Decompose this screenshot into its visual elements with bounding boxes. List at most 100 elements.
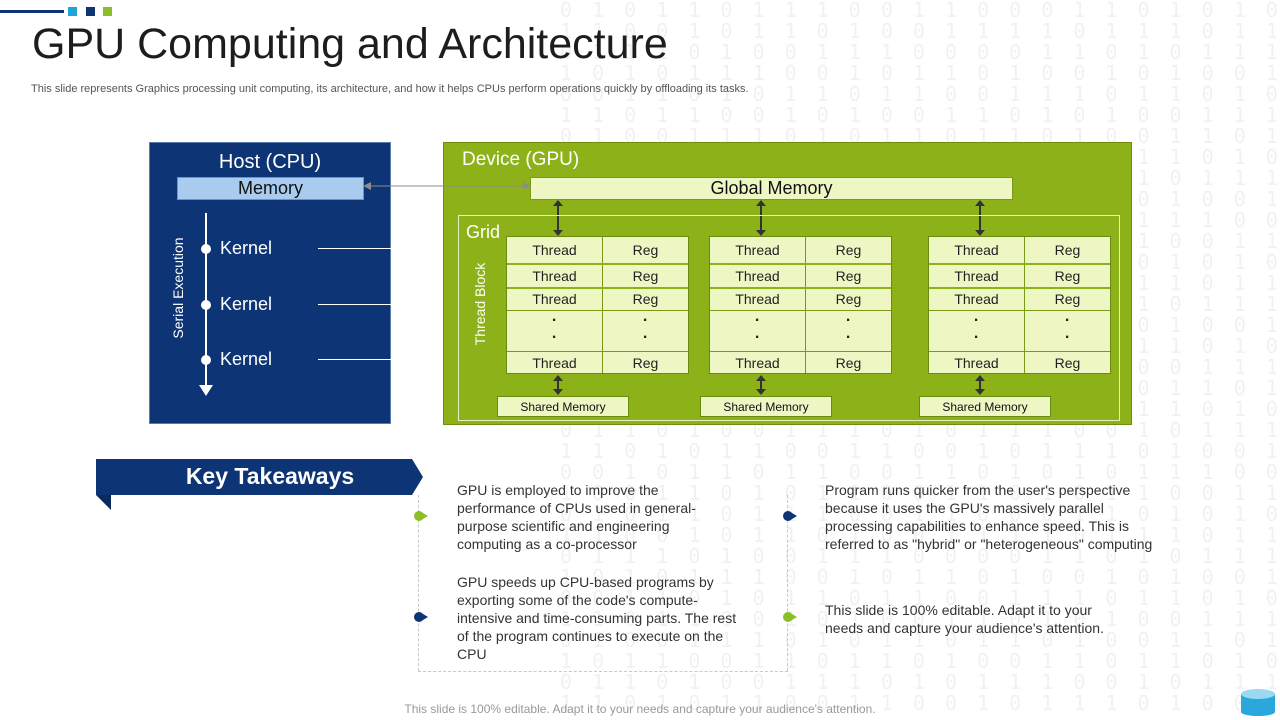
shared-memory-2: Shared Memory: [700, 396, 832, 417]
reg-cell: Reg: [835, 291, 862, 307]
key-takeaways-heading: Key Takeaways: [185, 463, 355, 489]
reg-ellipsis: ·: [845, 329, 852, 346]
reg-cell: Reg: [835, 268, 862, 284]
host-title: Host (CPU): [218, 151, 322, 173]
device-gpu-box: Device (GPU) Global Memory Grid Thread B…: [443, 142, 1132, 425]
accent-square-navy: [86, 7, 95, 16]
takeaway-text-3: Program runs quicker from the user's per…: [825, 482, 1153, 552]
shared-memory-3: Shared Memory: [919, 396, 1051, 417]
accent-square-cyan: [68, 7, 77, 16]
grid-label: Grid: [466, 222, 501, 242]
block-row-divider: [507, 287, 688, 289]
shared-memory-link-1: [553, 375, 563, 395]
header-accent-line: [0, 10, 64, 13]
global-memory: Global Memory: [530, 177, 1013, 200]
kernel-node-2: [201, 300, 211, 310]
page-subtitle: This slide represents Graphics processin…: [31, 83, 749, 95]
kernel-connector-3: [318, 359, 453, 360]
kernel-connector-1: [318, 248, 453, 249]
shared-memory-link-2: [756, 375, 766, 395]
thread-cell: Thread: [532, 355, 577, 371]
bullet-icon-lime: [783, 612, 799, 622]
thread-cell: Thread: [735, 268, 780, 284]
block-row-divider: [507, 351, 688, 352]
thread-cell: Thread: [954, 242, 999, 258]
thread-ellipsis: ·: [754, 329, 761, 346]
reg-cell: Reg: [632, 268, 659, 284]
reg-cell: Reg: [1054, 242, 1081, 258]
key-takeaways-banner: Key Takeaways: [96, 459, 423, 495]
block-row-divider: [929, 287, 1110, 289]
reg-cell: Reg: [835, 355, 862, 371]
takeaway-text-2: GPU speeds up CPU-based programs by expo…: [457, 574, 737, 662]
thread-cell: Thread: [954, 355, 999, 371]
reg-cell: Reg: [1054, 355, 1081, 371]
block-row-divider: [507, 310, 688, 311]
thread-ellipsis: ·: [973, 312, 980, 329]
thread-ellipsis: ·: [551, 312, 558, 329]
block-row-divider: [710, 310, 891, 311]
block-row-divider: [929, 263, 1110, 265]
block-column-divider: [1024, 237, 1025, 373]
host-memory: Memory: [177, 177, 364, 200]
serial-execution-label: Serial Execution: [170, 237, 186, 339]
accent-square-lime: [103, 7, 112, 16]
takeaway-dashed-border-right: [787, 495, 788, 671]
thread-block-3: Thread Reg Thread Reg Thread Reg · · · ·…: [928, 236, 1111, 374]
thread-cell: Thread: [954, 291, 999, 307]
page-title: GPU Computing and Architecture: [32, 20, 668, 68]
global-memory-link-2: [756, 200, 766, 236]
takeaway-text-4: This slide is 100% editable. Adapt it to…: [825, 602, 1104, 636]
shared-memory-1: Shared Memory: [497, 396, 629, 417]
block-row-divider: [929, 310, 1110, 311]
device-title: Device (GPU): [462, 149, 580, 170]
bullet-icon-navy: [783, 511, 799, 521]
grid-container: Grid Thread Block Thread Reg Thread Reg …: [458, 215, 1120, 421]
kernel-node-1: [201, 244, 211, 254]
reg-cell: Reg: [1054, 268, 1081, 284]
thread-block-2: Thread Reg Thread Reg Thread Reg · · · ·…: [709, 236, 892, 374]
kernel-connector-2: [318, 304, 453, 305]
bullet-icon-lime: [414, 511, 430, 521]
thread-ellipsis: ·: [754, 312, 761, 329]
reg-cell: Reg: [632, 242, 659, 258]
host-cpu-box: Host (CPU) Memory Serial Execution Kerne…: [149, 142, 391, 424]
block-row-divider: [710, 351, 891, 352]
kernel-node-3: [201, 355, 211, 365]
thread-cell: Thread: [735, 242, 780, 258]
takeaway-dashed-border-left: [418, 495, 419, 671]
reg-cell: Reg: [1054, 291, 1081, 307]
kernel-label-3: Kernel: [220, 349, 273, 369]
thread-ellipsis: ·: [973, 329, 980, 346]
thread-ellipsis: ·: [551, 329, 558, 346]
shared-memory-link-3: [975, 375, 985, 395]
thread-cell: Thread: [735, 355, 780, 371]
reg-cell: Reg: [835, 242, 862, 258]
thread-block-1: Thread Reg Thread Reg Thread Reg · · · ·…: [506, 236, 689, 374]
reg-ellipsis: ·: [642, 329, 649, 346]
reg-ellipsis: ·: [642, 312, 649, 329]
banner-fold: [96, 495, 111, 510]
global-memory-link-1: [553, 200, 563, 236]
footer-note: This slide is 100% editable. Adapt it to…: [404, 702, 876, 716]
thread-cell: Thread: [532, 242, 577, 258]
bullet-icon-navy: [414, 612, 430, 622]
reg-cell: Reg: [632, 355, 659, 371]
kernel-label-2: Kernel: [220, 294, 273, 314]
kernel-label-1: Kernel: [220, 238, 273, 258]
reg-ellipsis: ·: [845, 312, 852, 329]
host-global-memory-link: [363, 182, 531, 190]
block-column-divider: [602, 237, 603, 373]
reg-ellipsis: ·: [1064, 329, 1071, 346]
takeaway-text-1: GPU is employed to improve the performan…: [457, 482, 696, 552]
block-row-divider: [710, 287, 891, 289]
block-row-divider: [710, 263, 891, 265]
serial-execution-arrowhead: [199, 385, 213, 396]
thread-cell: Thread: [735, 291, 780, 307]
thread-cell: Thread: [532, 291, 577, 307]
database-cylinder-icon: [1241, 689, 1275, 716]
reg-cell: Reg: [632, 291, 659, 307]
thread-cell: Thread: [954, 268, 999, 284]
global-memory-link-3: [975, 200, 985, 236]
takeaway-dashed-border-bottom: [418, 671, 788, 672]
